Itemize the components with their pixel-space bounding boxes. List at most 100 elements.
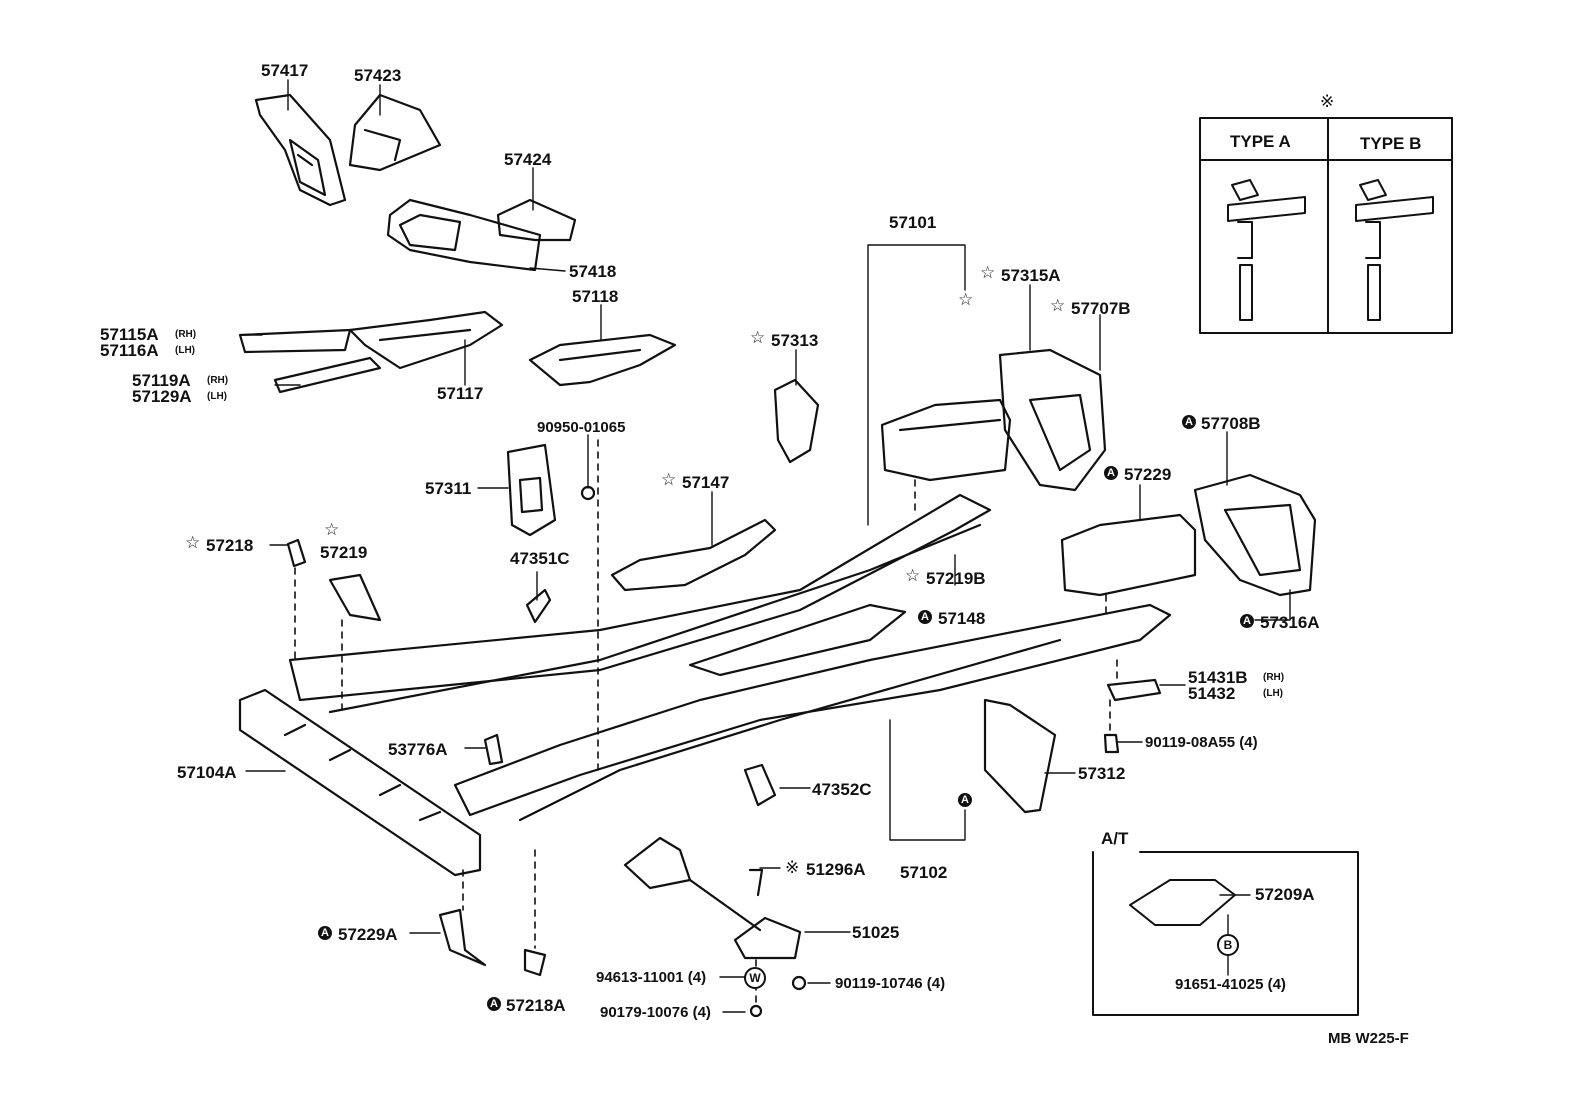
label-57229: 57229 — [1124, 465, 1172, 484]
label-91651-41025: 91651-41025 (4) — [1175, 976, 1286, 993]
part-51296a-drawing — [748, 868, 764, 897]
part-57313-drawing — [773, 378, 820, 464]
star-icon: ☆ — [1050, 296, 1066, 316]
part-57218-drawing — [286, 538, 307, 568]
legend-marker-icon: ※ — [1320, 92, 1335, 112]
label-57707b: 57707B — [1071, 299, 1131, 318]
label-57148: 57148 — [938, 609, 986, 628]
label-57708b: 57708B — [1201, 414, 1261, 433]
star-icon: ☆ — [905, 566, 921, 586]
label-51025: 51025 — [852, 923, 900, 942]
label-57218: 57218 — [206, 536, 254, 555]
part-57117-drawing — [348, 310, 504, 370]
label-57417: 57417 — [261, 61, 309, 80]
part-57311-drawing — [506, 443, 557, 537]
label-57115a: 57115A — [100, 325, 159, 344]
label-57118: 57118 — [572, 287, 619, 306]
note-marker-icon: ※ — [785, 858, 800, 878]
label-51432: 51432 — [1188, 684, 1236, 703]
alignment-dashed-lines — [294, 439, 1118, 1006]
part-57418-drawing — [386, 198, 577, 272]
label-90119-08a55: 90119-08A55 (4) — [1145, 734, 1258, 751]
label-90950-01065: 90950-01065 — [537, 419, 626, 436]
part-47351c-drawing — [525, 588, 552, 624]
label-57147: 57147 — [682, 473, 730, 492]
part-57101-drawing — [288, 493, 992, 714]
part-57115a-drawing — [238, 328, 382, 394]
part-57423-drawing — [348, 93, 442, 172]
label-57129a: 57129A — [132, 387, 192, 406]
part-57102-drawing — [453, 603, 1172, 822]
part-57118-drawing — [528, 333, 677, 387]
star-icon: ☆ — [750, 328, 766, 348]
circle-w-marker-icon: W — [744, 967, 766, 989]
label-57218a: 57218A — [506, 996, 566, 1015]
label-53776a: 53776A — [388, 740, 448, 759]
leader-lines — [241, 79, 1291, 1013]
part-57104a-drawing — [238, 688, 482, 877]
label-57312: 57312 — [1078, 764, 1126, 783]
filled-marker-icon: A — [487, 997, 501, 1011]
label-47352c: 47352C — [812, 780, 872, 799]
legend-box-drawing — [1199, 117, 1453, 334]
star-icon: ☆ — [185, 533, 201, 553]
label-57418: 57418 — [569, 262, 617, 281]
footer-code: MB W225-F — [1328, 1030, 1409, 1047]
label-57219: 57219 — [320, 543, 368, 562]
label-57424: 57424 — [504, 150, 552, 169]
part-57312-drawing — [983, 698, 1057, 814]
label-57116a-side: (LH) — [175, 345, 195, 356]
label-57102: 57102 — [900, 863, 948, 882]
part-57707b-drawing — [998, 348, 1107, 492]
part-51025-drawing — [623, 836, 802, 960]
label-57116a: 57116A — [100, 341, 159, 360]
label-57101: 57101 — [889, 213, 937, 232]
part-90179-drawing — [749, 1004, 763, 1018]
label-51432-side: (LH) — [1263, 688, 1283, 699]
filled-marker-icon: A — [1182, 415, 1196, 429]
star-icon: ☆ — [324, 520, 340, 540]
label-57117: 57117 — [437, 384, 484, 403]
label-57209a: 57209A — [1255, 885, 1315, 904]
label-90179-10076: 90179-10076 (4) — [600, 1004, 711, 1021]
filled-marker-icon: A — [918, 610, 932, 624]
part-57315a-drawing — [880, 398, 1012, 482]
part-57147-drawing — [610, 518, 777, 592]
part-57218a-drawing — [523, 948, 547, 977]
part-57417-drawing — [254, 93, 347, 207]
part-53776a-drawing — [483, 733, 504, 766]
label-57129a-side: (LH) — [207, 391, 227, 402]
label-57219b: 57219B — [926, 569, 986, 588]
part-57219-drawing — [328, 573, 382, 622]
part-90119-10746-drawing — [791, 975, 807, 991]
legend-type-a: TYPE A — [1230, 132, 1291, 151]
label-57119a-side: (RH) — [207, 375, 229, 386]
at-box-drawing — [1092, 851, 1359, 1016]
filled-marker-icon: A — [1240, 614, 1254, 628]
part-57708b-drawing — [1193, 473, 1317, 597]
legend-type-b: TYPE B — [1360, 134, 1422, 153]
part-57229-drawing — [1060, 513, 1197, 597]
circle-b-marker-icon: B — [1217, 934, 1239, 956]
label-57311: 57311 — [425, 479, 472, 498]
label-57115a-side: (RH) — [175, 329, 197, 340]
label-51431b: 51431B — [1188, 668, 1248, 687]
label-57315a: 57315A — [1001, 266, 1061, 285]
part-57229a-drawing — [438, 908, 487, 967]
filled-marker-icon: A — [1104, 466, 1118, 480]
label-57423: 57423 — [354, 66, 402, 85]
label-57104a: 57104A — [177, 763, 237, 782]
label-57119a: 57119A — [132, 371, 191, 390]
part-90950-drawing — [580, 485, 596, 501]
label-51296a: 51296A — [806, 860, 866, 879]
label-90119-10746: 90119-10746 (4) — [835, 975, 946, 992]
star-icon: ☆ — [661, 470, 677, 490]
label-51431b-side: (RH) — [1263, 672, 1285, 683]
part-90119-08a55-drawing — [1103, 733, 1120, 754]
label-at: A/T — [1101, 829, 1129, 848]
label-94613-11001: 94613-11001 (4) — [596, 969, 707, 986]
label-57313: 57313 — [771, 331, 819, 350]
star-icon: ☆ — [958, 290, 974, 310]
